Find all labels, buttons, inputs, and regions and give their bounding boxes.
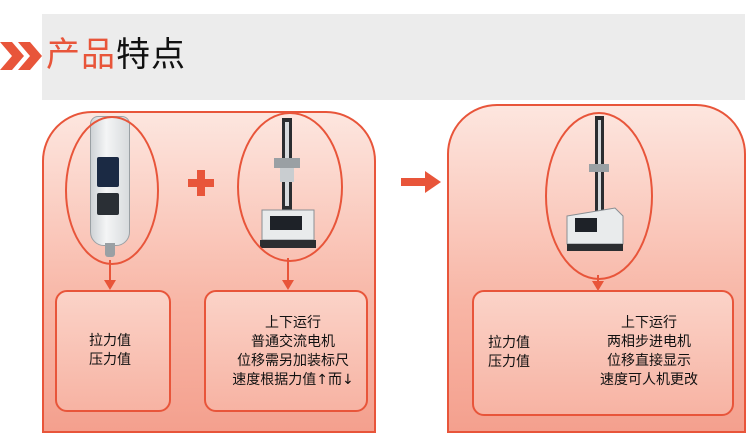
feature-line: 拉力值 bbox=[488, 335, 530, 351]
arrow-down-icon bbox=[282, 258, 294, 290]
chevron-double-icon bbox=[0, 42, 42, 70]
feature-line: 速度根据力值↑而↓ bbox=[232, 372, 354, 388]
feature-line: 两相步进电机 bbox=[607, 334, 691, 350]
feature-line: 位移需另加装标尺 bbox=[237, 353, 349, 369]
feature-line: 普通交流电机 bbox=[251, 334, 335, 350]
feature-column-right: 上下运行 两相步进电机 位移直接显示 速度可人机更改 bbox=[600, 314, 698, 390]
page-title-accent: 产品 bbox=[46, 35, 116, 75]
header-band bbox=[42, 14, 745, 100]
arrow-down-icon bbox=[592, 275, 604, 291]
arrow-down-icon bbox=[104, 260, 116, 290]
feature-line: 压力值 bbox=[89, 352, 131, 368]
manual-stand-oval bbox=[237, 112, 343, 262]
arrow-right-icon bbox=[401, 171, 441, 193]
manual-stand-feature-box: 上下运行 普通交流电机 位移需另加装标尺 速度根据力值↑而↓ bbox=[204, 290, 368, 412]
gauge-oval bbox=[65, 116, 159, 265]
feature-line: 位移直接显示 bbox=[607, 353, 691, 369]
motorized-stand-feature-box: 拉力值 压力值 上下运行 两相步进电机 位移直接显示 速度可人机更改 bbox=[472, 290, 734, 416]
feature-line: 压力值 bbox=[488, 354, 530, 370]
feature-line: 速度可人机更改 bbox=[600, 372, 698, 388]
page-title-rest: 特点 bbox=[116, 35, 186, 75]
feature-line: 上下运行 bbox=[265, 315, 321, 331]
feature-column-left: 拉力值 压力值 bbox=[488, 334, 530, 372]
gauge-feature-box: 拉力值 压力值 bbox=[55, 290, 171, 412]
feature-line: 拉力值 bbox=[89, 333, 131, 349]
plus-icon bbox=[188, 170, 214, 196]
feature-line: 上下运行 bbox=[621, 315, 677, 331]
page-title: 产品特点 bbox=[46, 35, 186, 75]
motorized-stand-oval bbox=[545, 112, 653, 280]
